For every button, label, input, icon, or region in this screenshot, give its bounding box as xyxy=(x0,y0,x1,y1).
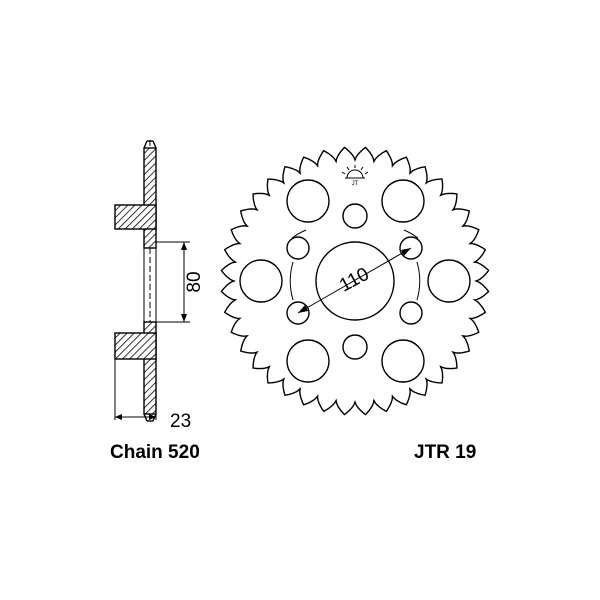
front-view: 110 JT xyxy=(220,146,490,416)
bolt-hole xyxy=(399,236,423,260)
bolt-circle-arc xyxy=(291,229,307,239)
lightening-hole xyxy=(381,339,425,383)
height-dimension-label: 80 xyxy=(184,271,205,292)
lightening-hole xyxy=(427,259,471,303)
bolt-circle-arc xyxy=(403,229,419,239)
small-hole xyxy=(342,203,368,229)
jt-logo-text: JT xyxy=(352,181,359,187)
jt-logo: JT xyxy=(341,165,369,187)
small-hole xyxy=(342,334,368,360)
bolt-circle-dimension-label: 110 xyxy=(336,264,373,297)
part-number-caption: JTR 19 xyxy=(414,442,476,463)
bolt-hole xyxy=(286,236,310,260)
bolt-circle-arc xyxy=(416,261,421,301)
bolt-circle-arc xyxy=(289,261,294,301)
height-dimension: 80 xyxy=(156,241,205,323)
upper-plate-section xyxy=(143,147,157,249)
center-bore xyxy=(315,241,395,321)
lightening-hole xyxy=(381,179,425,223)
lower-hub-section xyxy=(114,332,157,360)
upper-hub-section xyxy=(114,204,157,230)
side-view: 80 23 xyxy=(114,140,205,432)
lightening-hole xyxy=(239,259,283,303)
lightening-hole xyxy=(286,179,330,223)
thickness-dimension-label: 23 xyxy=(170,411,191,432)
lightening-hole xyxy=(286,339,330,383)
thickness-dimension: 23 xyxy=(114,359,191,432)
sprocket-tooth-outline xyxy=(220,146,490,416)
chain-caption: Chain 520 xyxy=(110,442,200,463)
bolt-hole xyxy=(286,301,310,325)
bolt-hole xyxy=(399,301,423,325)
